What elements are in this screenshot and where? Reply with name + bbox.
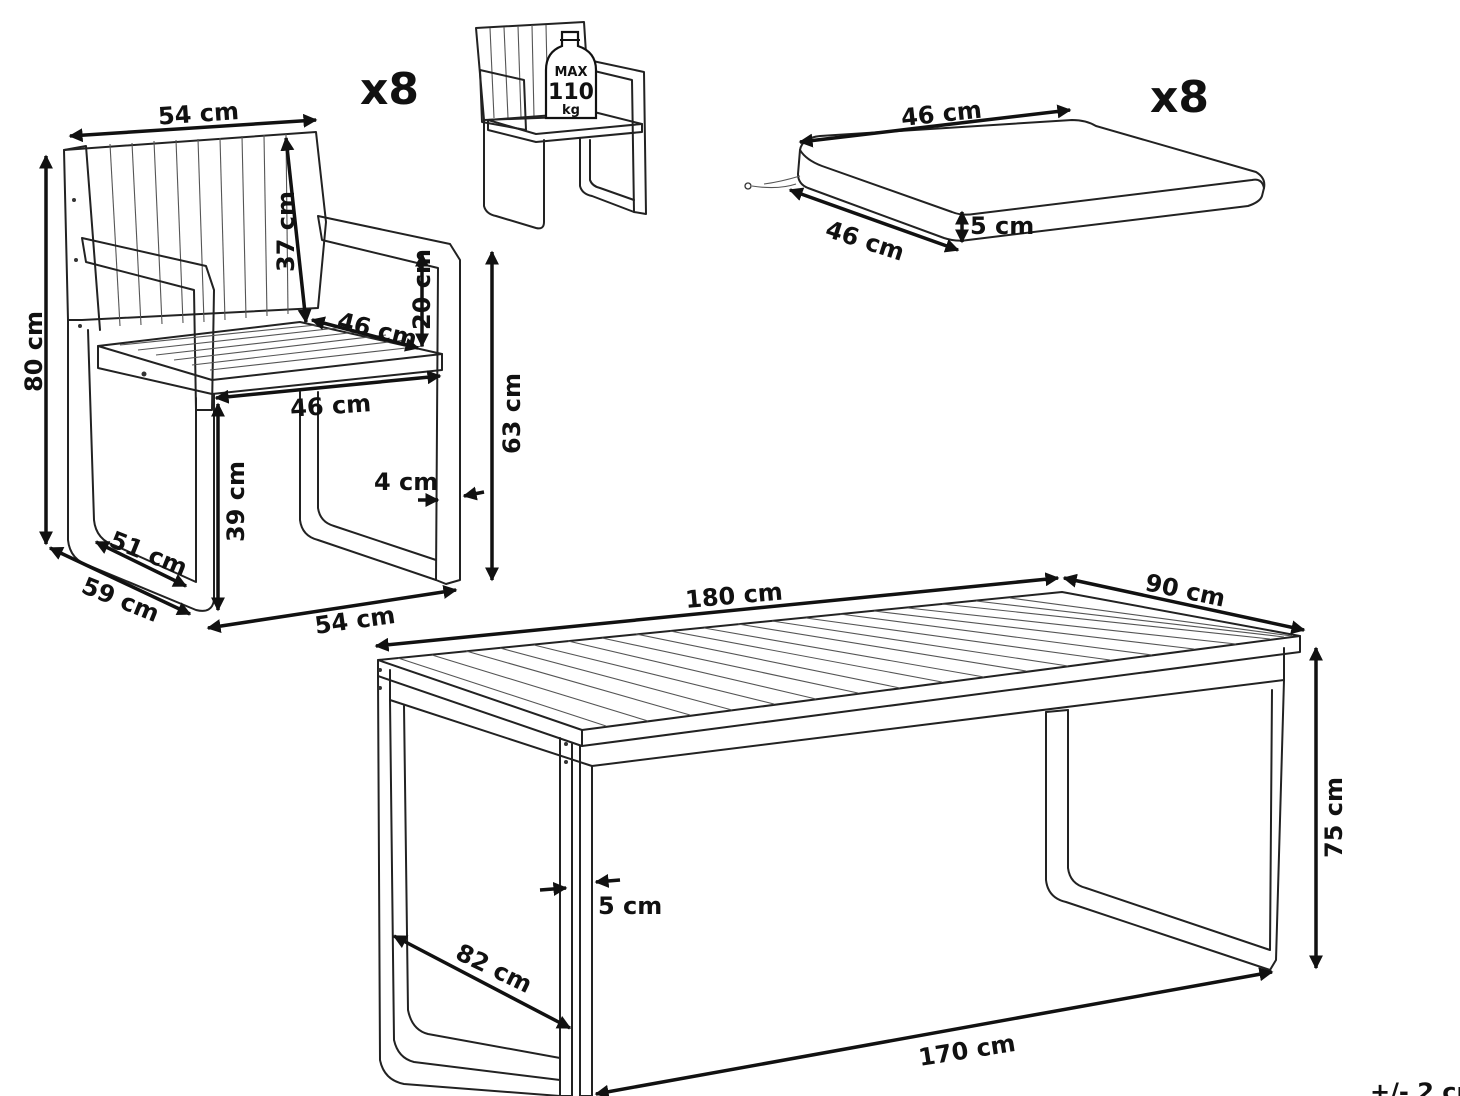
cushion-quantity-label: x8 (1150, 72, 1209, 123)
max-load-top-label: MAX (554, 65, 587, 80)
chair-seat-height-label: 39 cm (222, 461, 250, 542)
table-height-label: 75 cm (1320, 777, 1348, 858)
cushion-dimension-lines (788, 104, 1072, 253)
chair-quantity-label: x8 (360, 64, 419, 115)
chair-arm-height-label: 63 cm (498, 373, 526, 454)
max-load-badge: MAX 110 kg (544, 30, 598, 120)
table-dimension-lines (374, 572, 1323, 1096)
max-load-unit-label: kg (562, 103, 580, 118)
tolerance-note: +/- 2 cm (1370, 1078, 1460, 1096)
chair-frame-thickness-label: 4 cm (374, 468, 438, 496)
cushion-depth-label: 46 cm (822, 215, 908, 267)
table-inner-length-label: 170 cm (917, 1029, 1018, 1072)
chair-inner-depth-label: 51 cm (106, 526, 192, 582)
cushion-thickness-label: 5 cm (970, 212, 1034, 240)
chair-back-height-label: 37 cm (272, 191, 300, 272)
table-drawing (377, 591, 1301, 1096)
chair-total-height-label: 80 cm (20, 311, 48, 392)
max-load-value-label: 110 (548, 80, 594, 105)
table-leg-thickness-label: 5 cm (598, 892, 662, 920)
chair-back-width-label: 54 cm (157, 97, 240, 131)
table-width-label: 90 cm (1143, 568, 1228, 612)
chair-seat-width-label: 46 cm (289, 389, 372, 423)
chair-total-width-label: 54 cm (313, 601, 397, 640)
chair-armrest-height-label: 20 cm (408, 249, 436, 330)
